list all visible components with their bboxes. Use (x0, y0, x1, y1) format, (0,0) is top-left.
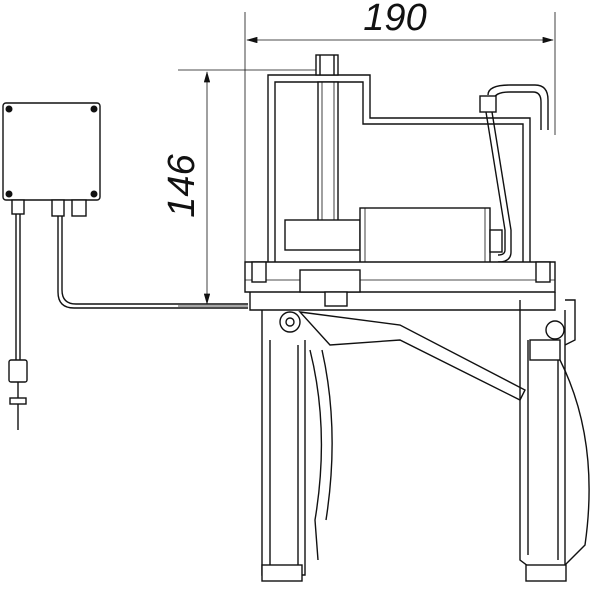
dimension-width-label: 190 (363, 0, 426, 39)
dimension-height-label: 146 (161, 153, 203, 217)
control-box (2, 102, 248, 430)
dimension-height: 146 (161, 69, 330, 307)
dimension-width: 190 (244, 0, 556, 265)
plug-icon (8, 359, 28, 383)
sensor-housing (244, 54, 556, 307)
flush-valve-body (249, 292, 590, 582)
